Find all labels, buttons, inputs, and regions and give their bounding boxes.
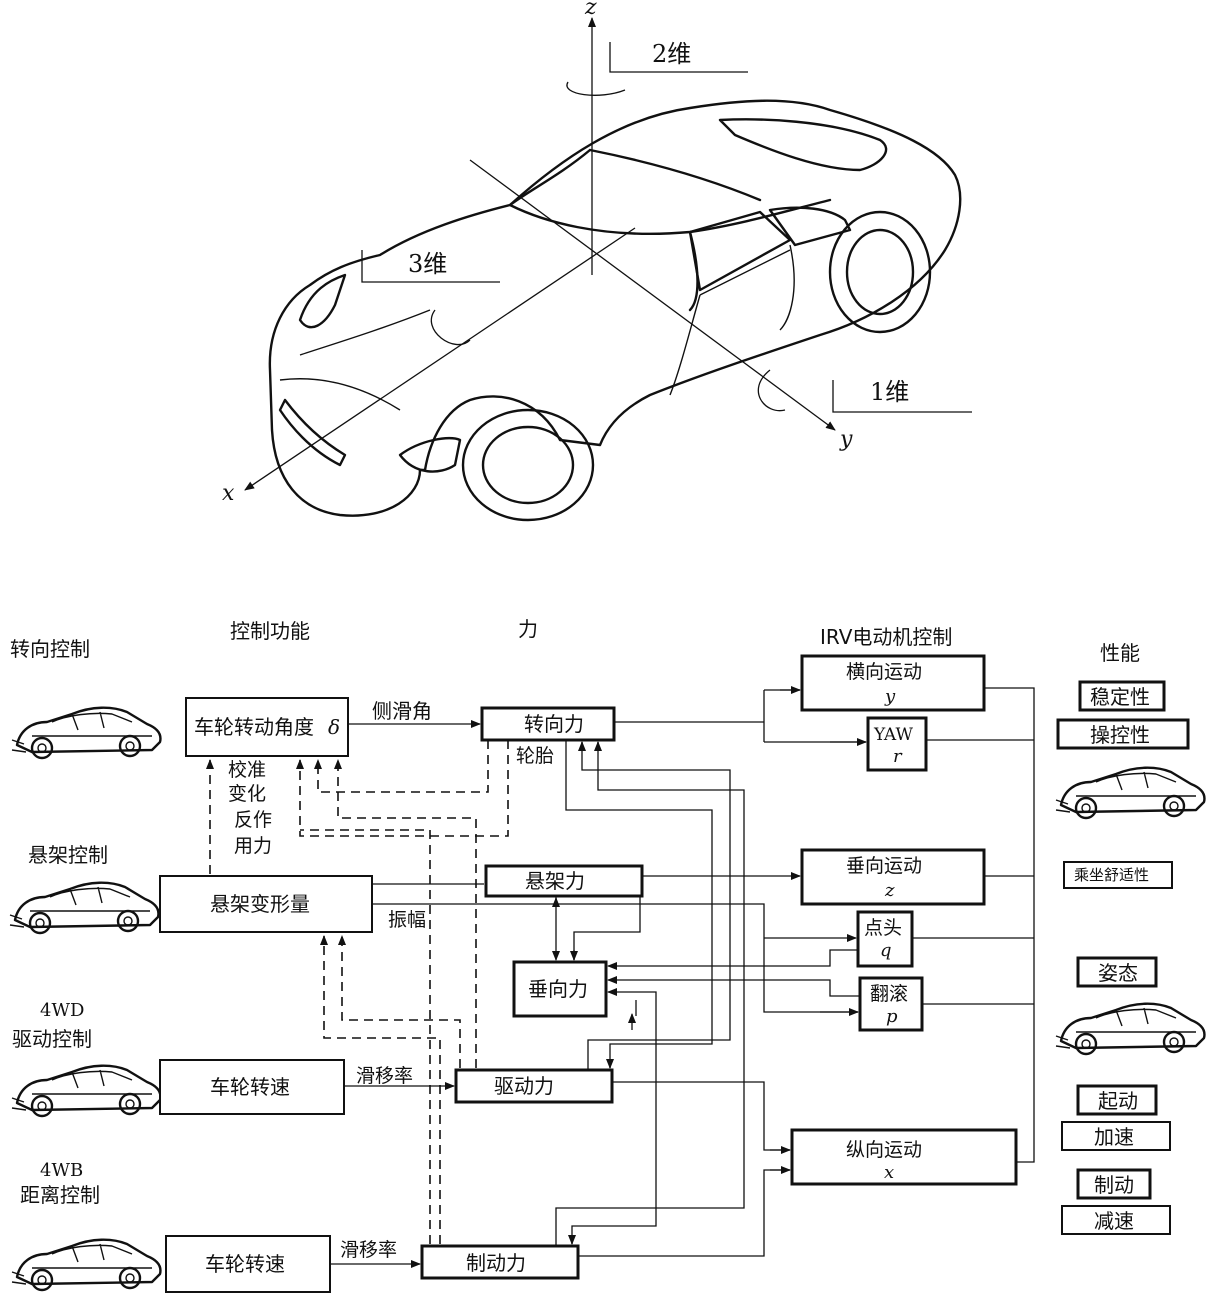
perf-attitude: 姿态 [1098,961,1138,985]
car-3d-figure [268,99,962,522]
dim3-label: 3维 [408,250,447,278]
perf-decel-box [1061,1205,1171,1235]
box-lateral [800,654,986,712]
box-vertical-label: 垂向运动 [846,855,922,877]
perf-stability: 稳定性 [1090,685,1150,709]
box-roll [858,976,924,1032]
box-longitudinal-label: 纵向运动 [846,1139,922,1161]
box-brake-force-label: 制动力 [466,1251,526,1275]
dim1-label: 1维 [870,378,909,406]
box-lateral-label: 横向运动 [846,661,922,683]
box-wheel-speed-1 [159,1059,345,1115]
box-yaw [866,716,928,772]
heading-performance: 性能 [1100,641,1140,665]
perf-comfort: 乘坐舒适性 [1074,866,1149,884]
dim2-label: 2维 [652,40,691,68]
box-vertical-symbol: z [884,880,895,901]
box-susp-force-label: 悬架力 [525,869,585,893]
heading-irv-motor: IRV电动机控制 [820,625,952,649]
box-wheel-angle-symbol: δ [328,715,340,739]
heading-force: 力 [518,617,538,641]
box-drive-force [454,1068,614,1104]
box-longitudinal-symbol: x [884,1162,894,1183]
edge-slip-angle: 侧滑角 [372,699,432,723]
box-wheel-angle-label: 车轮转动角度 [194,715,314,739]
box-roll-symbol: p [886,1006,898,1027]
label-4wb: 4WB [40,1160,83,1181]
heading-control-function: 控制功能 [230,619,310,643]
box-susp-deform-label: 悬架变形量 [210,892,310,916]
box-vertical [800,848,986,906]
perf-comfort-box [1063,861,1173,889]
box-vert-force [512,960,608,1018]
box-brake-force [420,1244,580,1280]
perf-accel-box [1061,1121,1171,1151]
label-suspension-control: 悬架控制 [28,843,108,867]
edge-calib-2: 变化 [228,783,266,805]
performance-car-icon-1 [1054,766,1206,820]
perf-stability-box [1078,680,1166,712]
suspension-car-icon [8,881,160,935]
solid-connectors [330,686,1035,1268]
drive-car-icon [10,1064,162,1118]
perf-brake: 制动 [1094,1173,1134,1197]
box-susp-force [484,864,644,898]
z-axis-label: z [584,0,597,20]
box-pitch [856,910,914,968]
box-drive-force-label: 驱动力 [494,1074,554,1098]
y-axis-label: y [839,427,853,452]
perf-handling: 操控性 [1090,723,1150,747]
box-steer-force [480,706,616,742]
performance-car-icon-2 [1054,1002,1206,1056]
edge-calib-1: 校准 [228,759,266,781]
perf-start: 起动 [1098,1089,1138,1113]
edge-amplitude: 振幅 [388,909,426,931]
edge-slip-rate-2: 滑移率 [340,1239,397,1261]
box-wheel-speed-1-label: 车轮转速 [210,1075,290,1099]
box-lateral-symbol: y [884,686,896,707]
perf-start-box [1076,1084,1158,1116]
perf-accel: 加速 [1094,1125,1134,1149]
x-axis-label: x [222,481,235,506]
box-roll-label: 翻滚 [870,983,908,1005]
perf-brake-box [1076,1168,1152,1200]
edge-tire: 轮胎 [516,745,554,767]
dashed-connectors [206,740,509,1244]
box-wheel-angle [185,697,349,757]
perf-decel: 减速 [1094,1209,1134,1233]
box-longitudinal [790,1128,1018,1186]
box-steer-force-label: 转向力 [524,712,584,736]
label-drive-control: 驱动控制 [12,1027,92,1051]
box-pitch-label: 点头 [864,917,902,939]
perf-attitude-box [1076,956,1158,988]
heading-steering: 转向控制 [10,637,90,661]
box-pitch-symbol: q [880,940,892,961]
brake-car-icon [10,1238,162,1292]
edge-slip-rate-1: 滑移率 [356,1065,413,1087]
box-vert-force-label: 垂向力 [528,977,588,1001]
box-yaw-symbol: r [893,746,903,767]
perf-handling-box [1056,718,1190,750]
box-yaw-label: YAW [873,725,913,745]
edge-calib-4: 用力 [234,835,272,857]
edge-calib-3: 反作 [234,809,272,831]
box-wheel-speed-2-label: 车轮转速 [205,1252,285,1276]
label-distance-control: 距离控制 [20,1183,100,1207]
steering-car-icon [10,706,162,760]
label-4wd: 4WD [40,1000,84,1021]
box-wheel-speed-2 [165,1235,331,1293]
axes: z x y 2维 3维 1维 [222,0,972,506]
